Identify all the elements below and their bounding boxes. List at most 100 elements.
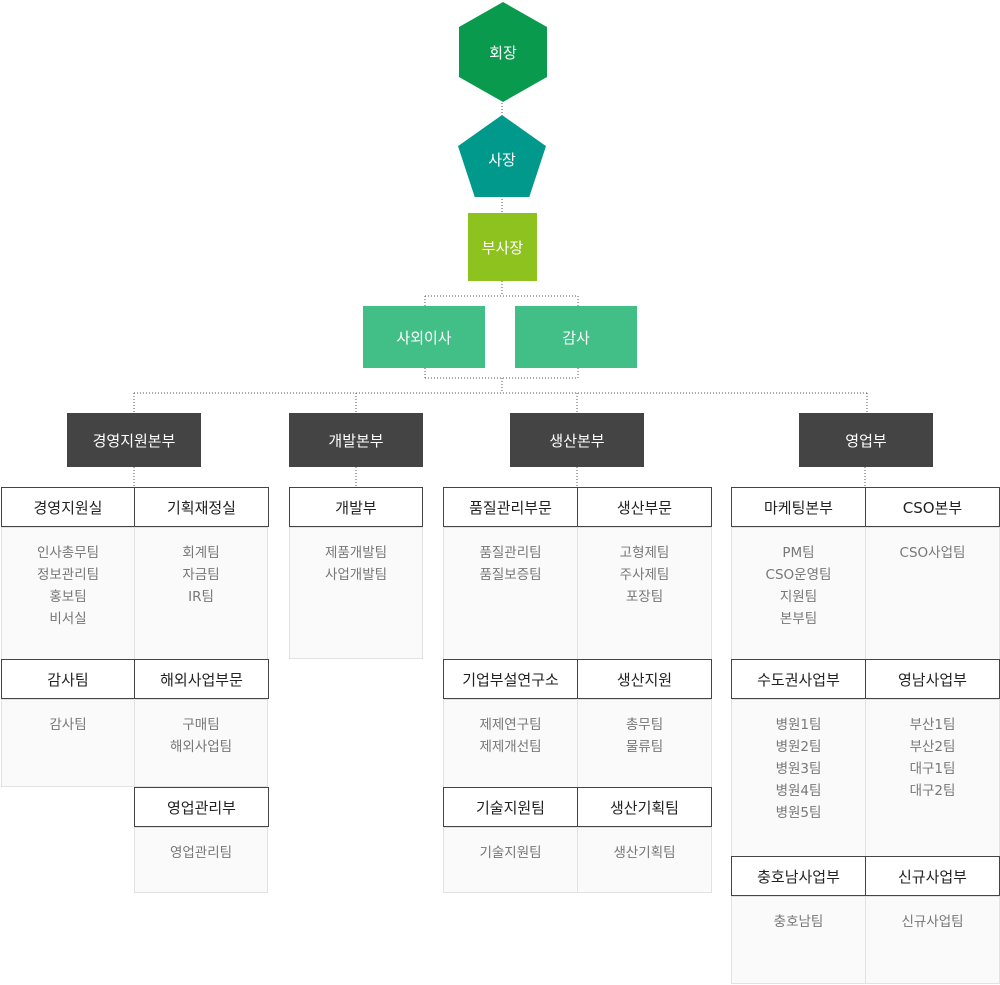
team-item: 인사총무팀 — [36, 545, 100, 561]
team-item: 부산1팀 — [909, 717, 956, 733]
team-item: 정보관리팀 — [36, 567, 100, 583]
unit-body: 기술지원팀 — [443, 827, 578, 893]
team-item: CSO사업팀 — [899, 545, 966, 561]
outside-director-node: 사외이사 — [363, 306, 485, 368]
team-item: 감사팀 — [49, 717, 87, 733]
team-list: 인사총무팀 정보관리팀 홍보팀 비서실 — [2, 542, 134, 630]
unit-title: 기술지원팀 — [475, 798, 545, 817]
team-item: 해외사업팀 — [169, 739, 233, 755]
vice-president-label: 부사장 — [481, 238, 524, 257]
unit-header-mgmt-support: 경영지원실 — [1, 487, 135, 527]
unit-body: 품질관리팀 품질보증팀 — [443, 527, 578, 660]
unit-header-production-sector: 생산부문 — [577, 487, 712, 527]
unit-title: 영업관리부 — [166, 798, 236, 817]
chairman-label: 회장 — [489, 43, 517, 62]
unit-title: 마케팅본부 — [763, 498, 833, 517]
unit-body: 구매팀 해외사업팀 — [134, 699, 268, 787]
team-item: 제제연구팀 — [479, 717, 542, 733]
unit-title: 개발부 — [335, 498, 377, 517]
unit-title: 해외사업부문 — [160, 670, 243, 689]
team-list: 병원1팀 병원2팀 병원3팀 병원4팀 병원5팀 — [732, 714, 865, 824]
division-label: 영업부 — [845, 431, 887, 450]
unit-header-tech-support: 기술지원팀 — [443, 787, 578, 827]
unit-title: 품질관리부문 — [469, 498, 552, 517]
unit-title: 생산지원 — [616, 670, 673, 689]
unit-header-audit-team: 감사팀 — [1, 659, 135, 699]
unit-title: 충호남사업부 — [757, 867, 840, 886]
unit-header-sales-admin: 영업관리부 — [134, 787, 269, 827]
unit-title: 기획재정실 — [166, 498, 236, 517]
team-item: 영업관리팀 — [169, 845, 233, 861]
unit-title: 영남사업부 — [897, 670, 967, 689]
unit-body: 충호남팀 — [731, 896, 866, 984]
team-item: 물류팀 — [625, 739, 664, 755]
unit-body: 신규사업팀 — [865, 896, 1000, 984]
vice-president-node: 부사장 — [468, 213, 537, 281]
outside-director-label: 사외이사 — [396, 328, 452, 347]
unit-body: 총무팀 물류팀 — [577, 699, 712, 788]
team-item: 포장팀 — [625, 589, 664, 605]
unit-header-planning-finance: 기획재정실 — [134, 487, 269, 527]
team-item: 병원4팀 — [775, 783, 822, 799]
team-list: 생산기획팀 — [578, 842, 711, 864]
team-list: 감사팀 — [2, 714, 134, 736]
team-item: 병원3팀 — [775, 761, 822, 777]
team-list: 기술지원팀 — [444, 842, 577, 864]
unit-body: 인사총무팀 정보관리팀 홍보팀 비서실 — [1, 527, 135, 660]
unit-header-quality: 품질관리부문 — [443, 487, 578, 527]
unit-body: 병원1팀 병원2팀 병원3팀 병원4팀 병원5팀 — [731, 699, 866, 857]
team-list: 신규사업팀 — [866, 911, 999, 933]
team-item: 대구2팀 — [909, 783, 956, 799]
unit-title: 생산부문 — [616, 498, 673, 517]
team-item: 총무팀 — [625, 717, 664, 733]
team-list: 제품개발팀 사업개발팀 — [290, 542, 422, 586]
team-list: 품질관리팀 품질보증팀 — [444, 542, 577, 586]
unit-body: 생산기획팀 — [577, 827, 712, 893]
unit-body: PM팀 CSO운영팀 지원팀 본부팀 — [731, 527, 866, 660]
team-item: 구매팀 — [182, 717, 220, 733]
team-list: 총무팀 물류팀 — [578, 714, 711, 758]
team-list: 고형제팀 주사제팀 포장팀 — [578, 542, 711, 608]
team-item: 기술지원팀 — [479, 845, 542, 861]
division-label: 생산본부 — [549, 431, 605, 450]
division-development: 개발본부 — [289, 413, 423, 467]
president-label: 사장 — [488, 150, 516, 169]
division-label: 경영지원본부 — [92, 431, 176, 450]
team-list: PM팀 CSO운영팀 지원팀 본부팀 — [732, 542, 865, 630]
team-item: 비서실 — [49, 611, 87, 627]
team-item: 자금팀 — [182, 567, 220, 583]
team-item: 대구1팀 — [909, 761, 956, 777]
team-list: 충호남팀 — [732, 911, 865, 933]
unit-body: 감사팀 — [1, 699, 135, 787]
team-item: 고형제팀 — [619, 545, 670, 561]
team-item: 홍보팀 — [49, 589, 87, 605]
team-item: 충호남팀 — [773, 914, 824, 930]
team-item: 품질보증팀 — [479, 567, 542, 583]
team-item: 회계팀 — [182, 545, 220, 561]
team-list: 제제연구팀 제제개선팀 — [444, 714, 577, 758]
team-list: 영업관리팀 — [135, 842, 267, 864]
team-item: 부산2팀 — [909, 739, 956, 755]
unit-body: 제품개발팀 사업개발팀 — [289, 527, 423, 659]
team-list: 부산1팀 부산2팀 대구1팀 대구2팀 — [866, 714, 999, 802]
unit-header-rnd: 기업부설연구소 — [443, 659, 578, 699]
unit-body: 제제연구팀 제제개선팀 — [443, 699, 578, 788]
unit-body: 회계팀 자금팀 IR팀 — [134, 527, 268, 660]
unit-header-dev: 개발부 — [289, 487, 423, 527]
unit-title: 경영지원실 — [33, 498, 103, 517]
audit-node: 감사 — [515, 306, 637, 368]
team-item: 신규사업팀 — [901, 914, 964, 930]
team-item: 품질관리팀 — [479, 545, 542, 561]
division-sales: 영업부 — [799, 413, 933, 467]
team-list: 회계팀 자금팀 IR팀 — [135, 542, 267, 608]
unit-header-cso: CSO본부 — [865, 487, 1000, 527]
unit-header-prod-support: 생산지원 — [577, 659, 712, 699]
team-item: 지원팀 — [779, 589, 818, 605]
unit-title: 수도권사업부 — [757, 670, 840, 689]
team-item: 병원1팀 — [775, 717, 822, 733]
team-item: 제제개선팀 — [479, 739, 542, 755]
audit-label: 감사 — [562, 328, 590, 347]
unit-title: CSO본부 — [902, 498, 963, 517]
division-production: 생산본부 — [510, 413, 644, 467]
